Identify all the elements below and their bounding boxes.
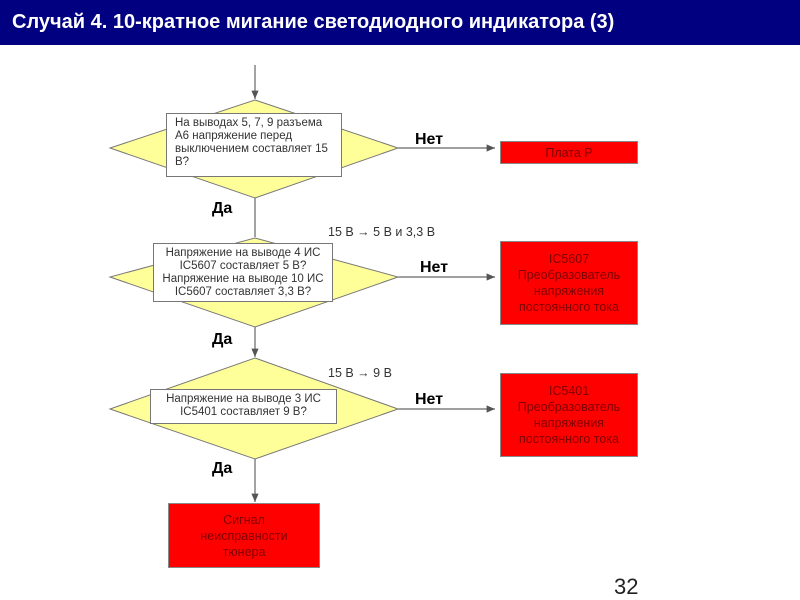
no-label-2: Нет: [420, 259, 449, 276]
yes-label-3: Да: [212, 460, 233, 477]
result-ic5607: IC5607 Преобразователь напряжения постоя…: [500, 241, 638, 325]
result-plata-p: Плата Р: [500, 141, 638, 164]
page-number: 32: [614, 574, 639, 599]
decision-text-3: Напряжение на выводе 3 ИС IC5401 составл…: [150, 389, 337, 424]
result-tuner-fault: Сигнал неисправности тюнера: [168, 503, 320, 568]
voltage-note-2: 15 В → 9 В: [328, 366, 392, 380]
voltage-note-1: 15 В → 5 В и 3,3 В: [328, 225, 436, 239]
yes-label-2: Да: [212, 331, 233, 348]
decision-text-2: Напряжение на выводе 4 ИС IC5607 составл…: [153, 243, 333, 302]
slide-title: Случай 4. 10-кратное мигание светодиодно…: [0, 0, 800, 45]
no-label-1: Нет: [415, 131, 444, 148]
result-ic5401: IC5401 Преобразователь напряжения постоя…: [500, 373, 638, 457]
yes-label-1: Да: [212, 200, 233, 217]
no-label-3: Нет: [415, 391, 444, 408]
decision-text-1: На выводах 5, 7, 9 разъема А6 напряжение…: [166, 113, 342, 177]
